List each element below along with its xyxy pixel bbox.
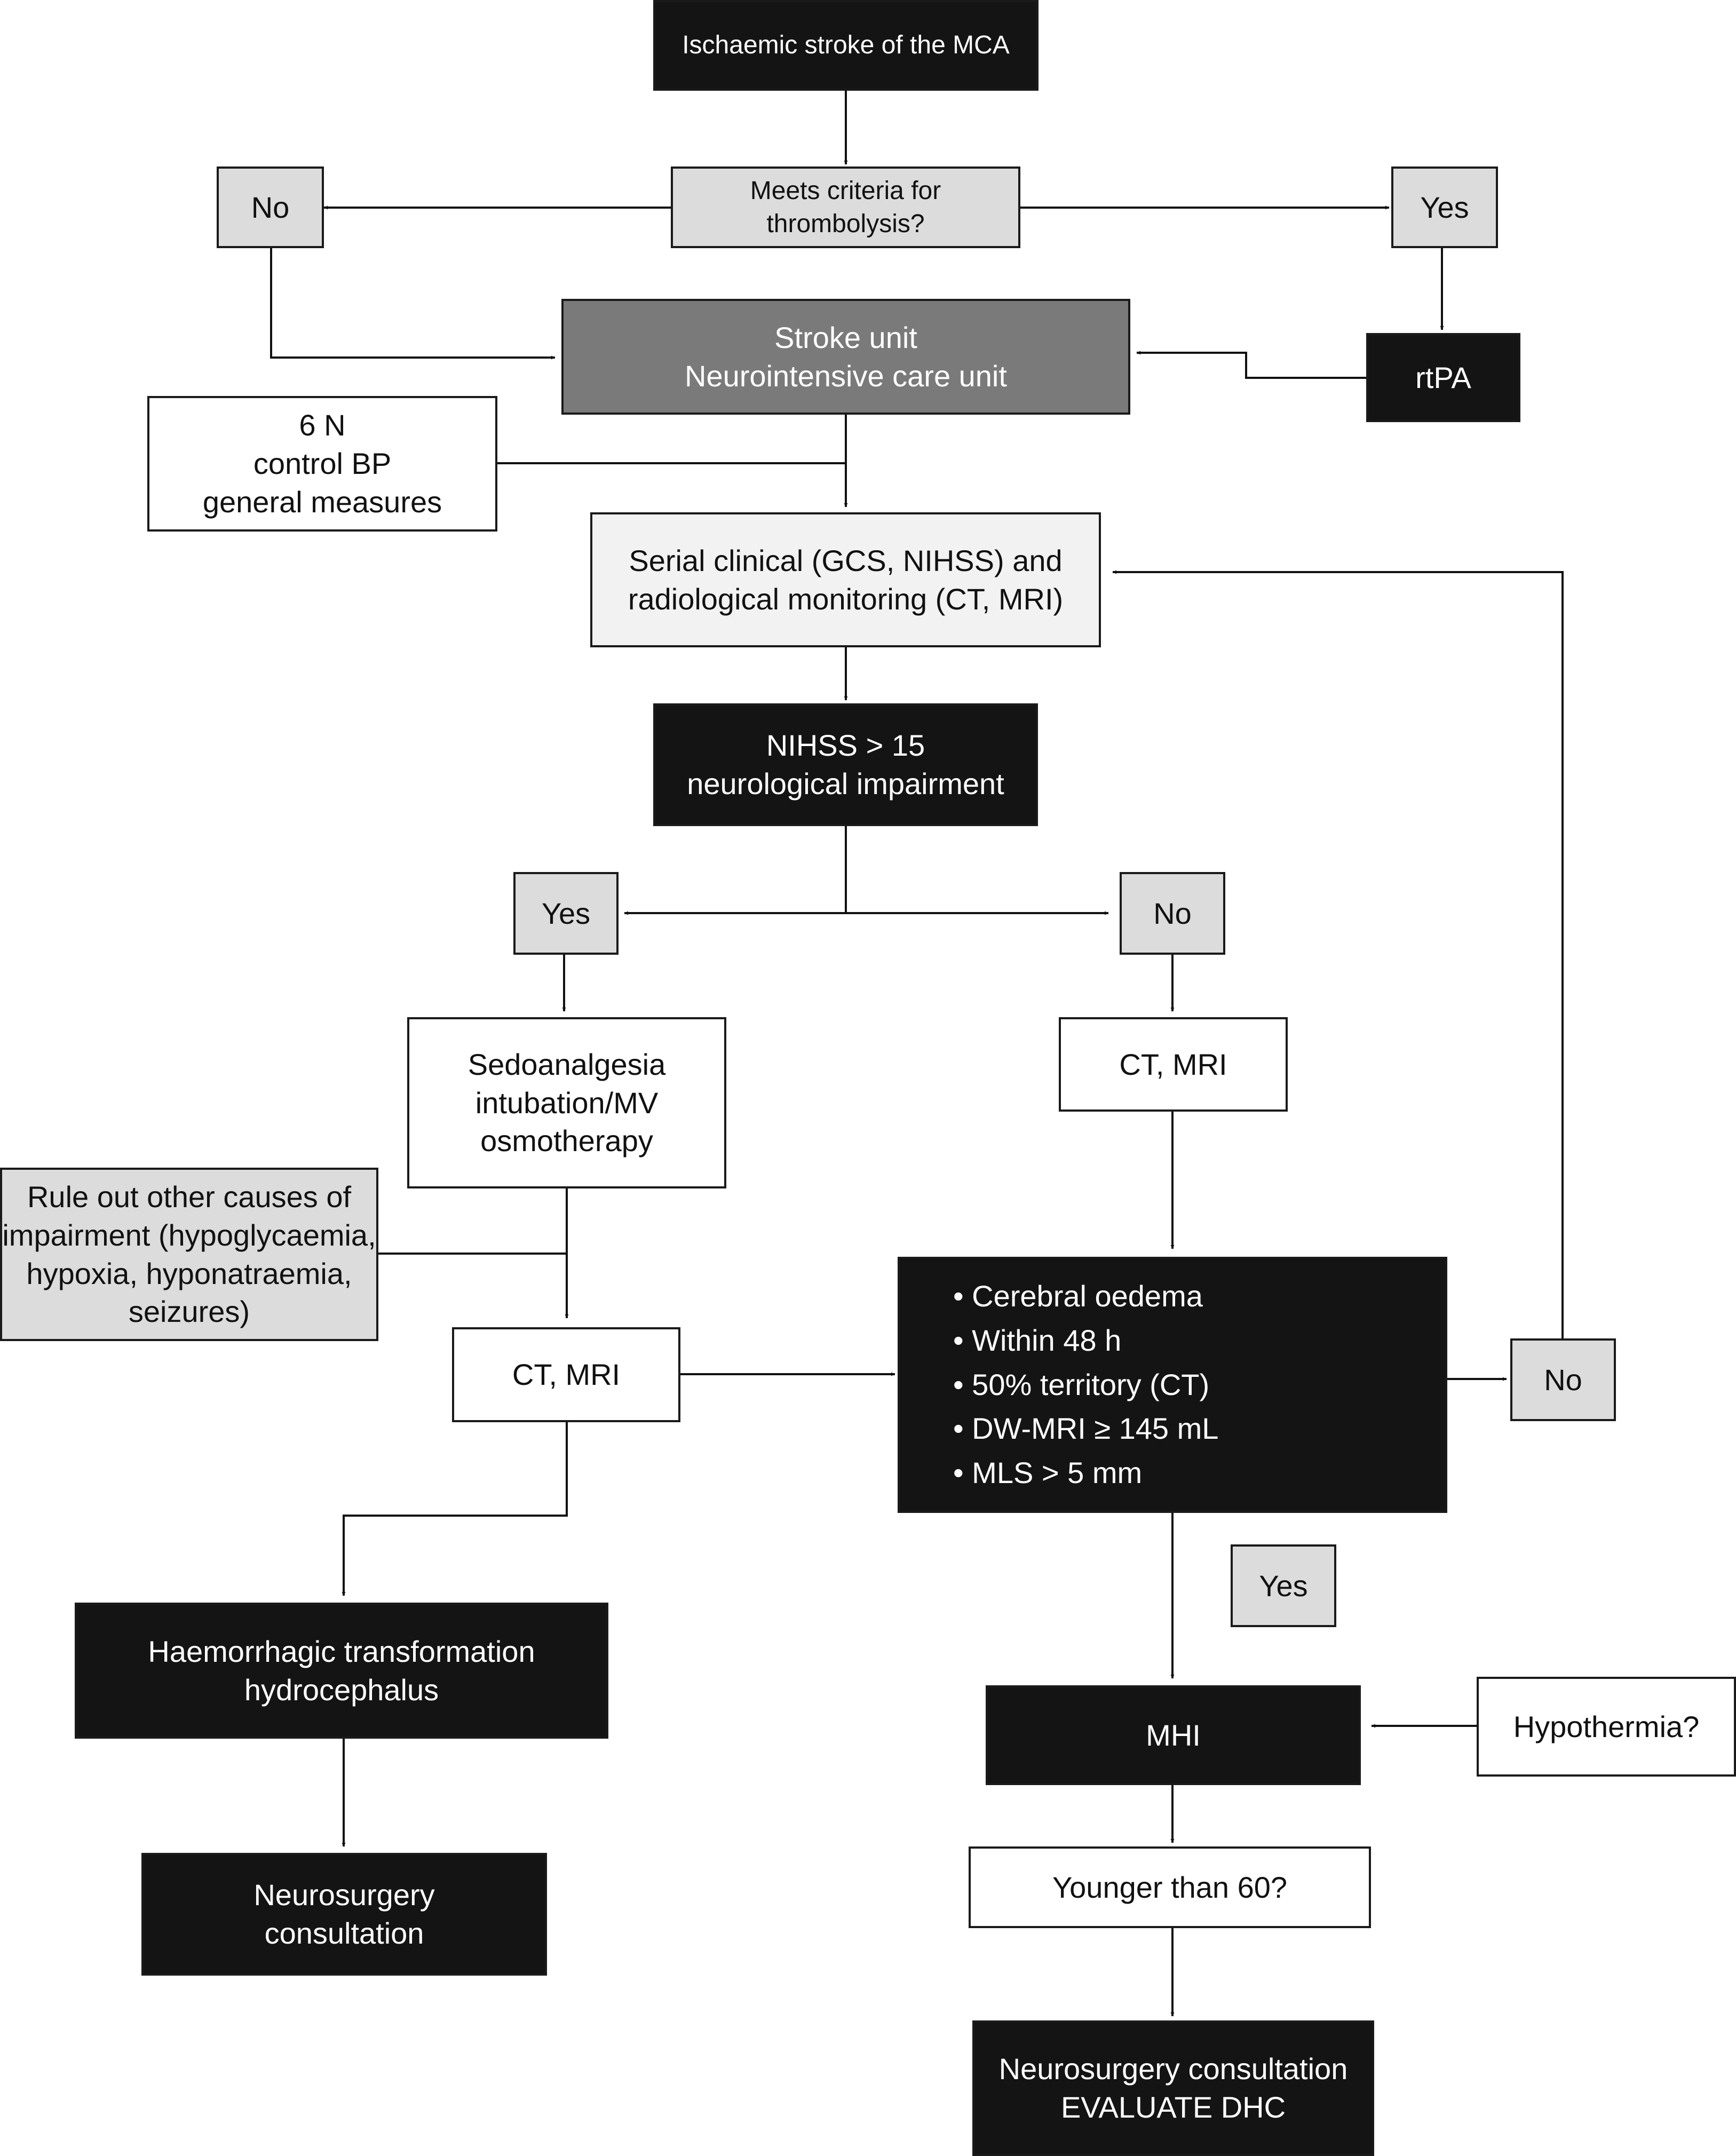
ct-mri-node-right: CT, MRI xyxy=(1059,1017,1288,1112)
hypothermia-node: Hypothermia? xyxy=(1477,1677,1736,1777)
age-question-node: Younger than 60? xyxy=(969,1846,1371,1928)
yes-impairment: Yes xyxy=(513,872,619,955)
arrow-no-loop-to-monitoring xyxy=(1113,570,1564,1338)
general-measures-node: 6 N control BP general measures xyxy=(147,396,497,532)
nihss-node: NIHSS > 15 neurological impairment xyxy=(653,703,1038,826)
arrow-ctmri-to-haemorrhagic xyxy=(342,1422,568,1596)
ct-mri-node-left: CT, MRI xyxy=(452,1327,680,1422)
no-thrombolysis: No xyxy=(217,167,324,248)
no-impairment: No xyxy=(1120,872,1225,955)
monitoring-node: Serial clinical (GCS, NIHSS) and radiolo… xyxy=(590,512,1101,647)
start-node: Ischaemic stroke of the MCA xyxy=(653,0,1039,91)
rule-out-node: Rule out other causes of impairment (hyp… xyxy=(0,1168,378,1341)
neurosurgery-consultation-right: Neurosurgery consultation EVALUATE DHC xyxy=(972,2020,1374,2156)
mhi-node: MHI xyxy=(986,1685,1361,1785)
haemorrhagic-node: Haemorrhagic transformation hydrocephalu… xyxy=(75,1603,608,1739)
surgical-criteria-node: Cerebral oedema Within 48 h 50% territor… xyxy=(898,1257,1447,1513)
yes-criteria: Yes xyxy=(1231,1544,1336,1627)
rtpa-node: rtPA xyxy=(1366,333,1520,422)
stroke-unit-node: Stroke unit Neurointensive care unit xyxy=(561,299,1130,415)
arrow-no-to-stroke-unit xyxy=(270,248,555,360)
sedation-node: Sedoanalgesia intubation/MV osmotherapy xyxy=(407,1017,726,1188)
yes-thrombolysis: Yes xyxy=(1391,167,1498,248)
arrow-rtpa-to-stroke-unit xyxy=(1137,351,1366,379)
thrombolysis-question: Meets criteria for thrombolysis? xyxy=(671,167,1020,248)
neurosurgery-consultation-left: Neurosurgery consultation xyxy=(141,1853,547,1976)
no-criteria: No xyxy=(1510,1338,1616,1421)
